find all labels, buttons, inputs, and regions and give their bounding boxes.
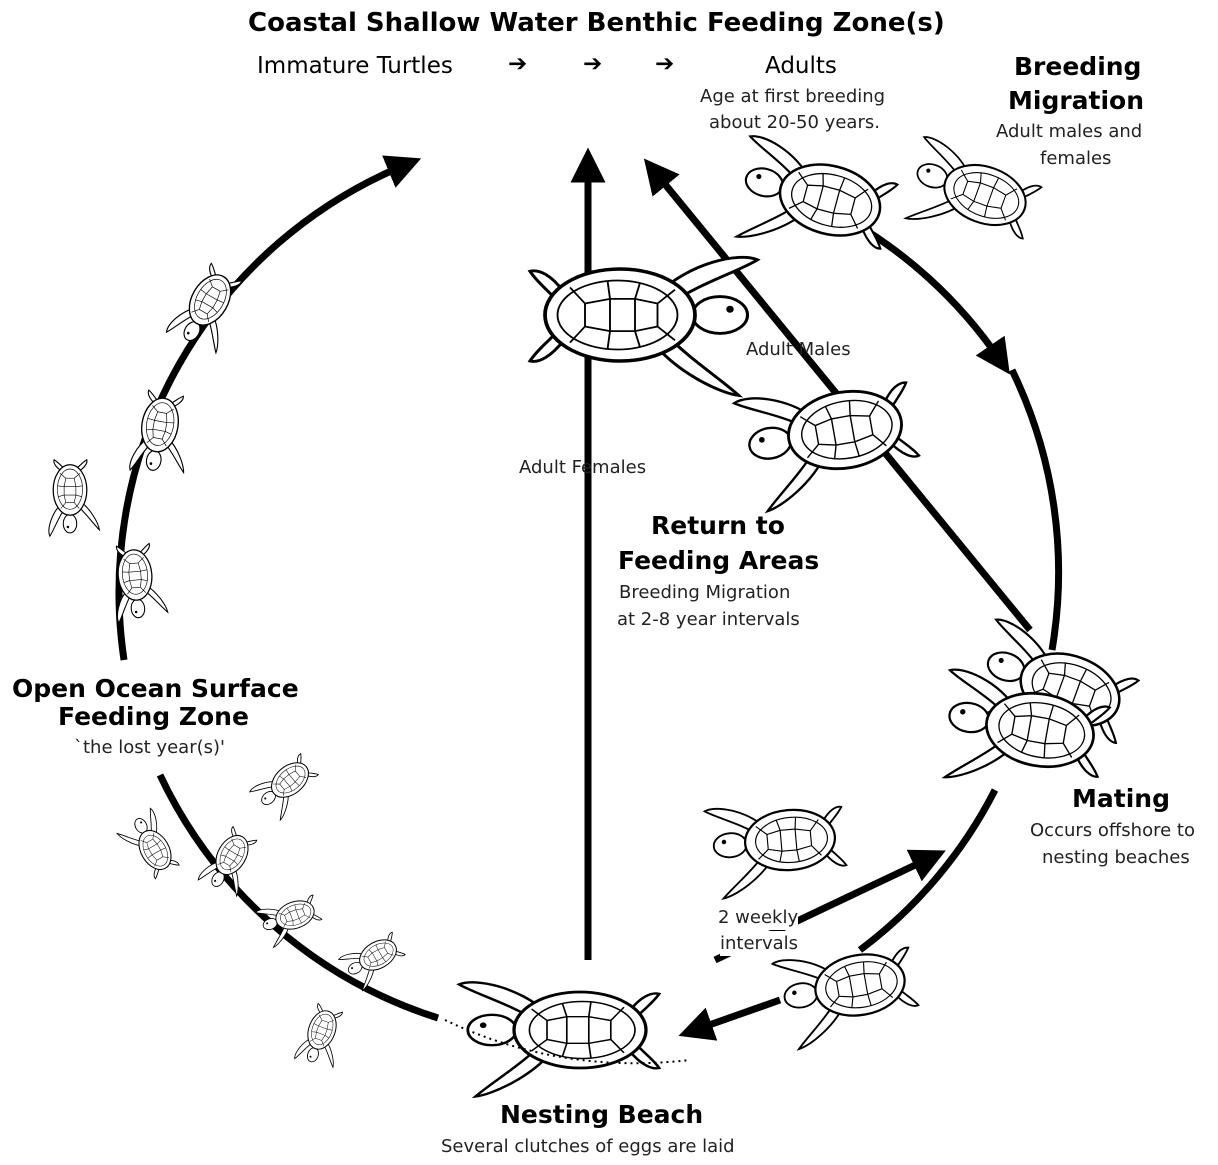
age-line-2: about 20-50 years.: [709, 112, 880, 133]
arrow-right-icon: ➔: [508, 51, 528, 77]
return-title-1: Return to: [651, 511, 785, 540]
breeding-sub-2: females: [1040, 148, 1112, 169]
sea-turtle-icon-nesting: [457, 980, 661, 1099]
hatchling-turtle-icon-6: [114, 807, 184, 885]
coastal-zone-title: Coastal Shallow Water Benthic Feeding Zo…: [248, 8, 945, 38]
arrow-right-icon: ➔: [655, 51, 675, 77]
hatchling-turtle-icon-7: [197, 823, 267, 902]
hatchling-turtle-icon-3: [48, 459, 101, 537]
nesting-sub: Several clutches of eggs are laid: [441, 1136, 735, 1157]
return-sub-1: Breeding Migration: [619, 582, 791, 603]
mating-title: Mating: [1072, 784, 1170, 813]
return-title-2: Feeding Areas: [618, 546, 820, 575]
sea-turtle-icon-male: [732, 369, 926, 516]
arc-hatchlings-to-ocean: [156, 773, 440, 1022]
weekly-line-1: 2 weekly: [718, 905, 799, 930]
sea-turtle-icon-top: [723, 133, 902, 275]
hatchling-turtle-icon-10: [293, 1001, 353, 1073]
breeding-sub-1: Adult males and: [996, 121, 1143, 142]
ocean-sub: `the lost year(s)': [74, 737, 225, 758]
ocean-title-2: Feeding Zone: [58, 702, 249, 731]
age-line-1: Age at first breeding: [700, 86, 886, 107]
arc-mating-to-nesting: [857, 788, 999, 953]
ocean-title-1: Open Ocean Surface: [12, 674, 299, 703]
adults-label: Adults: [765, 53, 837, 79]
nesting-title: Nesting Beach: [500, 1100, 704, 1129]
sea-turtle-icon-breeding: [894, 134, 1046, 260]
hatchling-turtle-icon-5: [248, 749, 326, 825]
sand-patch: [444, 1019, 691, 1065]
breeding-title-2: Migration: [1008, 86, 1145, 115]
mating-sub-2: nesting beaches: [1042, 847, 1190, 868]
sea-turtle-icon-female: [528, 255, 760, 398]
immature-turtles-label: Immature Turtles: [257, 53, 453, 79]
arc-right-side: [1008, 368, 1063, 651]
sea-turtle-icon-swimming: [703, 796, 850, 901]
arrow-to-nesting-beach: [678, 996, 782, 1041]
hatchling-turtle-icon-9: [337, 928, 411, 994]
arrow-right-icon: ➔: [583, 51, 603, 77]
arc-coastal-to-mating: [838, 211, 1010, 375]
breeding-title-1: Breeding: [1014, 52, 1142, 81]
return-sub-2: at 2-8 year intervals: [617, 609, 800, 630]
mating-sub-1: Occurs offshore to: [1030, 820, 1195, 841]
weekly-line-2: intervals: [720, 931, 799, 956]
adult-males-label: Adult Males: [746, 339, 851, 360]
adult-females-label: Adult Females: [519, 457, 647, 478]
